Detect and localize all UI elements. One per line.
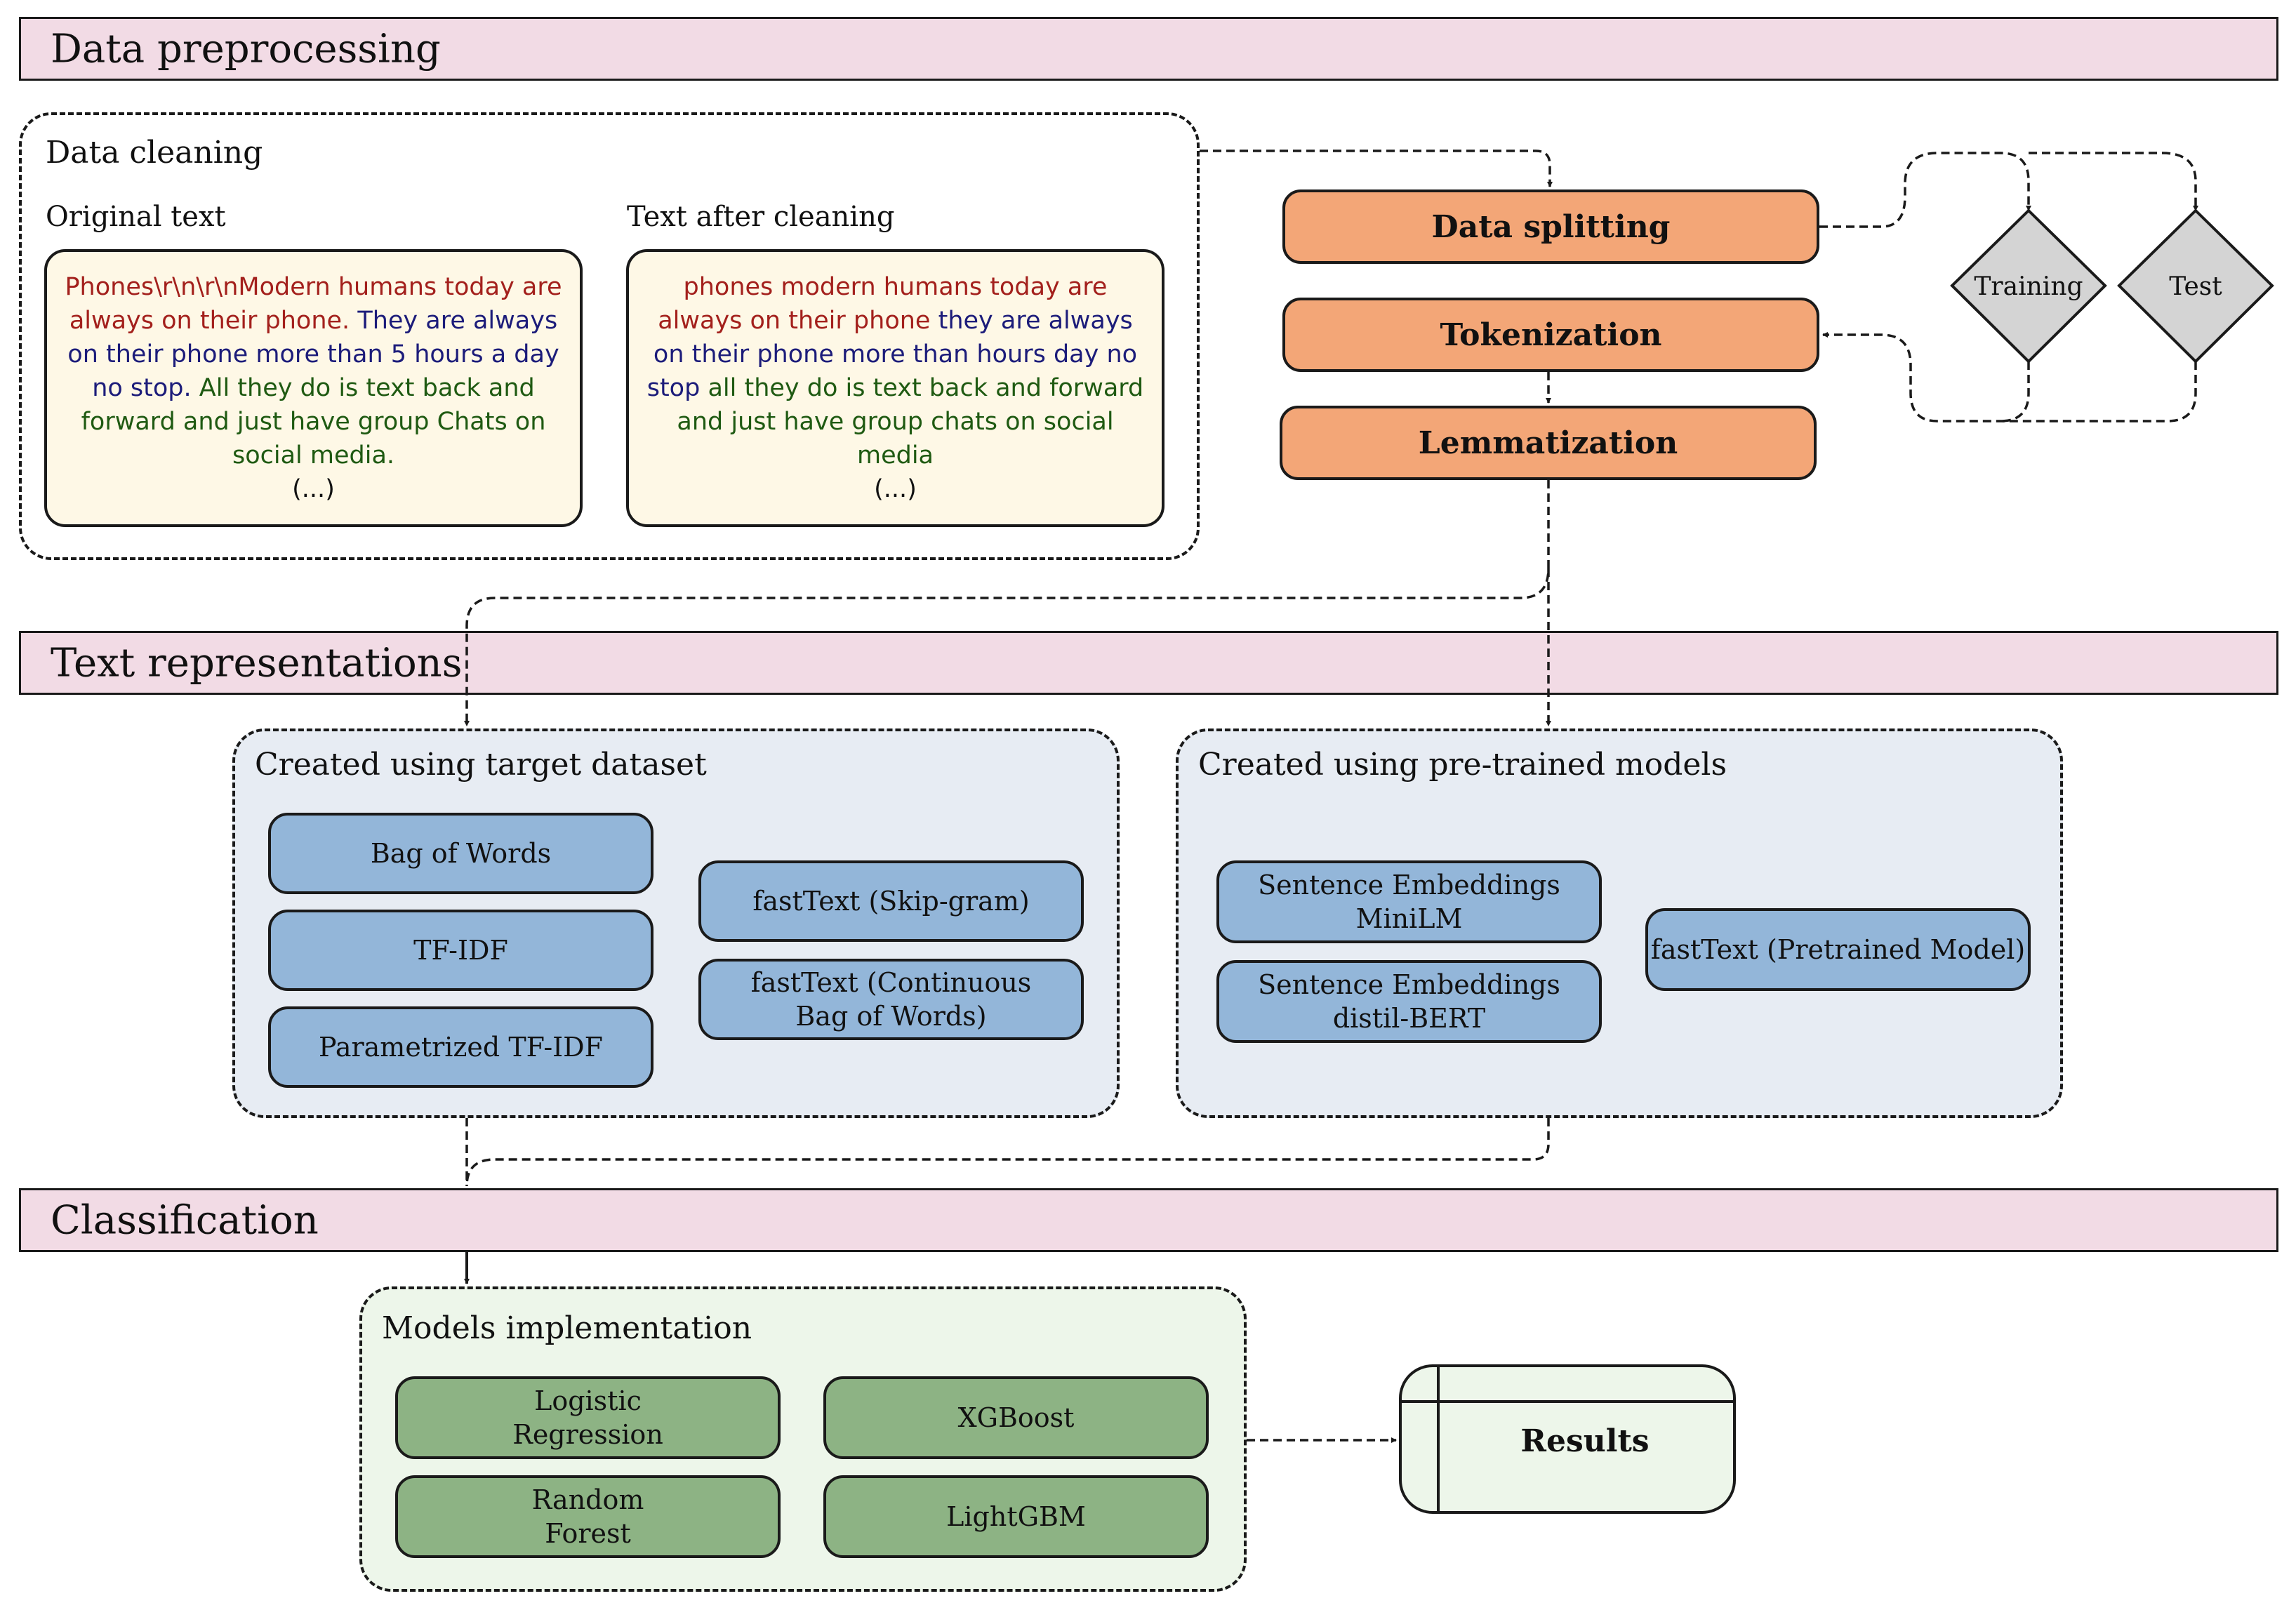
cleaned-text-ellipsis: (...): [874, 475, 917, 503]
target-dataset-title: Created using target dataset: [255, 747, 707, 783]
original-text-ellipsis: (...): [292, 475, 335, 503]
distilbert-line1: Sentence Embeddings: [1258, 969, 1560, 1000]
parametrized-tf-idf-label: Parametrized TF-IDF: [318, 1032, 604, 1063]
original-text-red: Phones\r\n\r\nModern humans today are al…: [65, 273, 562, 335]
section-title-classification: Classification: [51, 1197, 319, 1243]
logistic-regression-line1: Logistic: [534, 1385, 642, 1416]
results-label: Results: [1520, 1423, 1650, 1459]
connector-splitting-to-test: [2029, 152, 2198, 211]
fasttext-cbow-line1: fastText (Continuous: [750, 967, 1032, 998]
distilbert-text: Sentence Embeddings distil-BERT: [1258, 968, 1560, 1035]
results-header-line: [1402, 1400, 1733, 1403]
original-text-box: Phones\r\n\r\nModern humans today are al…: [44, 249, 583, 527]
lightgbm-label: LightGBM: [946, 1501, 1086, 1532]
fasttext-cbow-text: fastText (Continuous Bag of Words): [751, 966, 1032, 1033]
random-forest-box: Random Forest: [395, 1475, 781, 1558]
fasttext-pretrained-label: fastText (Pretrained Model): [1650, 934, 2026, 965]
connector-test-to-tokenization: [1822, 332, 2197, 423]
pretrained-models-title: Created using pre-trained models: [1198, 747, 1727, 783]
fasttext-pretrained-box: fastText (Pretrained Model): [1645, 908, 2031, 991]
models-implementation-title: Models implementation: [382, 1310, 752, 1346]
data-splitting-label: Data splitting: [1431, 208, 1671, 245]
fasttext-skipgram-label: fastText (Skip-gram): [752, 886, 1030, 917]
parametrized-tf-idf-box: Parametrized TF-IDF: [268, 1006, 653, 1088]
connector-cleaning-to-splitting: [1200, 149, 1553, 187]
connector-lemmatization-to-target: [464, 480, 1550, 726]
minilm-line1: Sentence Embeddings: [1258, 870, 1560, 900]
fasttext-cbow-box: fastText (Continuous Bag of Words): [698, 959, 1084, 1040]
logistic-regression-box: Logistic Regression: [395, 1376, 781, 1459]
results-side-line: [1437, 1367, 1440, 1511]
bag-of-words-label: Bag of Words: [370, 838, 552, 869]
lightgbm-box: LightGBM: [823, 1475, 1209, 1558]
connector-pretrained-to-classification: [465, 1118, 1550, 1187]
lemmatization-label: Lemmatization: [1418, 425, 1678, 461]
cleaned-text-content: phones modern humans today are always on…: [646, 270, 1145, 472]
random-forest-line2: Forest: [545, 1518, 631, 1549]
section-band-classification: Classification: [19, 1188, 2278, 1252]
original-text-content: Phones\r\n\r\nModern humans today are al…: [64, 270, 563, 472]
data-cleaning-title: Data cleaning: [46, 135, 263, 171]
cleaned-text-blue: they are always on their phone more than…: [646, 307, 1138, 402]
connector-splitting-to-training: [1819, 152, 2031, 228]
cleaned-text-red: phones modern humans today are always on…: [658, 273, 1108, 335]
training-diamond-label: Training: [1974, 272, 2083, 301]
logistic-regression-line2: Regression: [512, 1419, 663, 1450]
fasttext-skipgram-box: fastText (Skip-gram): [698, 860, 1084, 942]
distilbert-line2: distil-BERT: [1332, 1003, 1486, 1034]
tokenization-label: Tokenization: [1440, 317, 1662, 353]
section-title-representations: Text representations: [51, 640, 463, 686]
section-band-preprocessing: Data preprocessing: [19, 17, 2278, 81]
connector-training-to-merge: [2000, 361, 2030, 423]
logistic-regression-text: Logistic Regression: [512, 1384, 663, 1451]
cleaned-text-label: Text after cleaning: [627, 201, 895, 233]
cleaned-text-box: phones modern humans today are always on…: [626, 249, 1164, 527]
random-forest-text: Random Forest: [532, 1483, 644, 1550]
xgboost-box: XGBoost: [823, 1376, 1209, 1459]
test-diamond: [2117, 208, 2274, 364]
tokenization-box: Tokenization: [1282, 298, 1819, 372]
original-text-blue: They are always on their phone more than…: [67, 307, 559, 402]
original-text-green: All they do is text back and forward and…: [81, 374, 546, 470]
tf-idf-box: TF-IDF: [268, 910, 653, 991]
original-text-label: Original text: [46, 201, 226, 233]
distilbert-box: Sentence Embeddings distil-BERT: [1216, 960, 1602, 1043]
bag-of-words-box: Bag of Words: [268, 813, 653, 894]
random-forest-line1: Random: [531, 1484, 644, 1515]
data-splitting-box: Data splitting: [1282, 189, 1819, 264]
test-diamond-label: Test: [2169, 272, 2222, 301]
training-diamond: [1950, 208, 2107, 364]
section-title-preprocessing: Data preprocessing: [51, 26, 441, 72]
minilm-box: Sentence Embeddings MiniLM: [1216, 860, 1602, 943]
results-box: Results: [1399, 1364, 1736, 1514]
fasttext-cbow-line2: Bag of Words): [795, 1001, 987, 1032]
xgboost-label: XGBoost: [957, 1402, 1075, 1433]
minilm-text: Sentence Embeddings MiniLM: [1258, 868, 1560, 936]
cleaned-text-green: all they do is text back and forward and…: [677, 374, 1144, 470]
tf-idf-label: TF-IDF: [413, 935, 508, 966]
minilm-line2: MiniLM: [1355, 903, 1463, 934]
section-band-representations: Text representations: [19, 631, 2278, 695]
lemmatization-box: Lemmatization: [1280, 406, 1817, 480]
